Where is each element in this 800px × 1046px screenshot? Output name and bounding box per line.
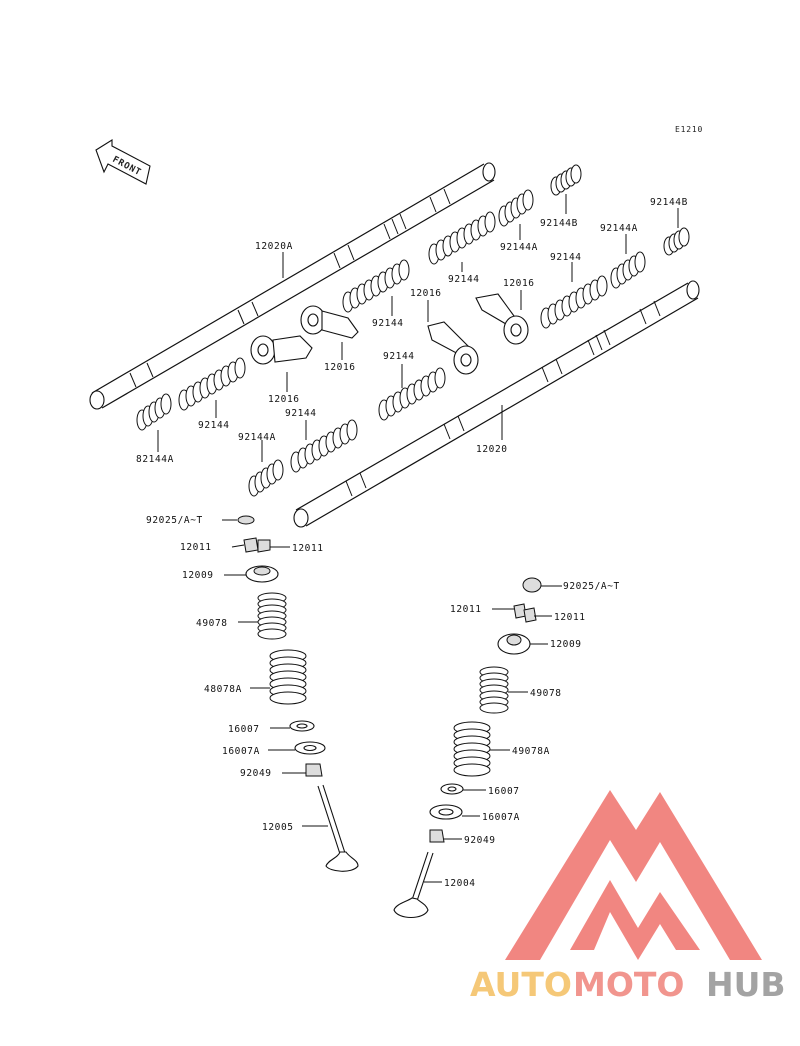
spring-92144-left: [178, 357, 246, 411]
spring-92144A-right: [610, 251, 646, 289]
spring-92144B-right: [663, 227, 690, 256]
label-92144-top: 92144: [448, 274, 480, 285]
outer-spring-left: [269, 649, 307, 705]
label-12020: 12020: [476, 444, 508, 455]
spring-82144A-left: [136, 393, 172, 431]
label-seat-right: 16007: [488, 786, 520, 797]
label-82144A: 82144A: [136, 454, 174, 465]
valve-left: [317, 784, 359, 872]
rocker-arm-c: [427, 321, 479, 375]
label-92144-left: 92144: [198, 420, 230, 431]
diagram-code: E1210: [675, 125, 703, 134]
valve-stack-right: [393, 577, 562, 919]
stem-seal-right: [429, 829, 445, 843]
watermark-text-hub: HUB: [706, 965, 786, 1004]
label-keeper-right-b: 12011: [554, 612, 586, 623]
label-92144A-lower: 92144A: [238, 432, 276, 443]
label-valve-left: 12005: [262, 822, 294, 833]
label-12016-a: 12016: [268, 394, 300, 405]
upper-leaders: [157, 194, 679, 462]
label-seal-right: 92049: [464, 835, 496, 846]
label-12016-c: 12016: [410, 288, 442, 299]
label-seal-left: 92049: [240, 768, 272, 779]
keeper-right: [257, 539, 271, 553]
camshaft-left: [89, 162, 496, 410]
label-keeper-left-a: 12011: [180, 542, 212, 553]
label-valve-right: 12004: [444, 878, 476, 889]
label-92144-lower: 92144: [285, 408, 317, 419]
label-seat-a-left: 16007A: [222, 746, 260, 757]
keeper-r-right: [523, 607, 537, 623]
upper-labels: 12020A 12020 12016 12016 12016 12016 921…: [136, 197, 688, 465]
valve-right: [393, 851, 434, 919]
label-92144B-top: 92144B: [540, 218, 578, 229]
label-inner-spring-right: 49078: [530, 688, 562, 699]
outer-spring-right: [453, 721, 491, 777]
label-keeper-right-a: 12011: [450, 604, 482, 615]
inner-spring-right: [479, 666, 509, 714]
label-92144A-top: 92144A: [500, 242, 538, 253]
stem-seal-left: [305, 763, 323, 777]
watermark-logo-icon: [505, 790, 762, 960]
label-retainer-left: 12009: [182, 570, 214, 581]
label-retainer-right: 12009: [550, 639, 582, 650]
inner-spring-left: [257, 592, 287, 640]
spring-92144-upper-mid: [342, 259, 410, 313]
spring-92144-top: [428, 211, 496, 265]
rocker-arm-b: [300, 305, 359, 339]
shim-right: [522, 577, 542, 593]
spring-92144-lower: [290, 419, 358, 473]
label-shim-right: 92025/A~T: [563, 581, 620, 592]
label-keeper-left-b: 12011: [292, 543, 324, 554]
watermark: AUTO MOTO HUB: [470, 790, 786, 1004]
label-12016-d: 12016: [503, 278, 535, 289]
label-92144B-right: 92144B: [650, 197, 688, 208]
label-seat-a-right: 16007A: [482, 812, 520, 823]
watermark-text-moto: MOTO: [573, 965, 684, 1004]
spring-92144A-top: [498, 189, 534, 227]
valve-stack-left: [222, 515, 359, 872]
rocker-springs: [136, 164, 690, 497]
label-outer-spring-right: 49078A: [512, 746, 550, 757]
label-shim-left: 92025/A~T: [146, 515, 203, 526]
label-seat-left: 16007: [228, 724, 260, 735]
watermark-text-auto: AUTO: [470, 965, 572, 1004]
spring-92144A-lower: [248, 459, 284, 497]
spring-92144-center: [378, 367, 446, 421]
label-92144-upper-mid: 92144: [372, 318, 404, 329]
valve-labels: 92025/A~T 12011 12011 12009 49078 48078A…: [146, 515, 620, 889]
spring-92144-right: [540, 275, 608, 329]
keeper-left: [243, 537, 259, 553]
label-92144-right: 92144: [550, 252, 582, 263]
spring-92144B-top: [550, 164, 582, 196]
label-12020A: 12020A: [255, 241, 293, 252]
rocker-arm-d: [475, 293, 529, 345]
label-inner-spring-left: 49078: [196, 618, 228, 629]
label-92144-center: 92144: [383, 351, 415, 362]
rocker-arm-a: [250, 335, 313, 365]
front-arrow-icon: FRONT: [95, 139, 151, 185]
label-outer-spring-left: 48078A: [204, 684, 242, 695]
label-92144A-right: 92144A: [600, 223, 638, 234]
label-12016-b: 12016: [324, 362, 356, 373]
shim-left: [237, 515, 255, 525]
